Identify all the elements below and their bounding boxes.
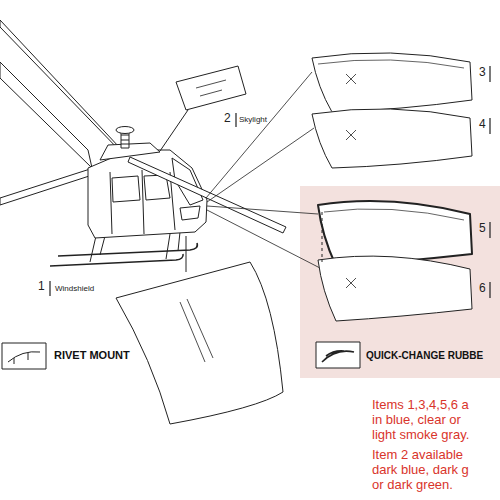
- chin-window: [180, 206, 200, 220]
- note-line: dark blue, dark g: [372, 462, 469, 477]
- skid-tube: [58, 243, 197, 256]
- leader-line: [186, 236, 187, 272]
- rotor-blade: [128, 157, 286, 233]
- cabin-body: [88, 150, 207, 238]
- note-line-holder: or dark green.: [372, 478, 453, 493]
- section-heading-holder: QUICK-CHANGE RUBBE: [366, 350, 483, 362]
- note-line-holder: Item 2 available: [372, 448, 463, 463]
- leader-line: [160, 110, 188, 151]
- note-line-holder: dark blue, dark g: [372, 463, 469, 478]
- note-line: Items 1,3,4,5,6 a: [372, 397, 469, 412]
- skid-tube: [50, 254, 183, 266]
- callout-number-holder: 3: [479, 66, 486, 80]
- callout-number-holder: 1: [38, 280, 45, 294]
- quick-change-icon: [316, 342, 360, 368]
- door-window: [112, 176, 140, 202]
- note-line: or dark green.: [372, 477, 453, 492]
- callout-number-holder: 4: [479, 118, 486, 132]
- rotor-hub: [116, 127, 134, 134]
- rivet-mount-icon: [2, 343, 46, 369]
- callout-number: 5: [479, 221, 486, 235]
- callout-number: 1: [38, 279, 45, 293]
- door-window-panel: [312, 53, 472, 112]
- skylight-panel: [176, 66, 246, 110]
- note-line-holder: in blue, clear or: [372, 413, 461, 428]
- windshield-panel: [116, 262, 283, 424]
- callout-number-holder: 2: [224, 112, 231, 126]
- note-line: Item 2 available: [372, 447, 463, 462]
- tail-boom: [0, 62, 92, 168]
- note-line: in blue, clear or: [372, 412, 461, 427]
- section-heading: QUICK-CHANGE RUBBE: [366, 350, 483, 361]
- door-window-panel: [318, 256, 472, 321]
- section-heading-holder: RIVET MOUNT: [54, 349, 130, 362]
- door-window-panel: [312, 109, 472, 168]
- note-line-holder: light smoke gray.: [372, 428, 469, 443]
- part-name-holder: Windshield: [55, 284, 94, 293]
- callout-number-holder: 6: [479, 282, 486, 296]
- callout-number-holder: 5: [479, 222, 486, 236]
- section-heading: RIVET MOUNT: [54, 349, 130, 361]
- door-window-panel: [318, 201, 472, 266]
- callout-number: 2: [224, 111, 231, 125]
- note-line-holder: Items 1,3,4,5,6 a: [372, 398, 469, 413]
- callout-number: 4: [479, 117, 486, 131]
- leader-line: [206, 72, 320, 268]
- part-name: Skylight: [239, 115, 267, 124]
- callout-number: 3: [479, 65, 486, 79]
- callout-number: 6: [479, 281, 486, 295]
- part-name: Windshield: [55, 284, 94, 293]
- note-line: light smoke gray.: [372, 427, 469, 442]
- quick-change-region: [300, 186, 500, 378]
- part-name-holder: Skylight: [239, 115, 267, 124]
